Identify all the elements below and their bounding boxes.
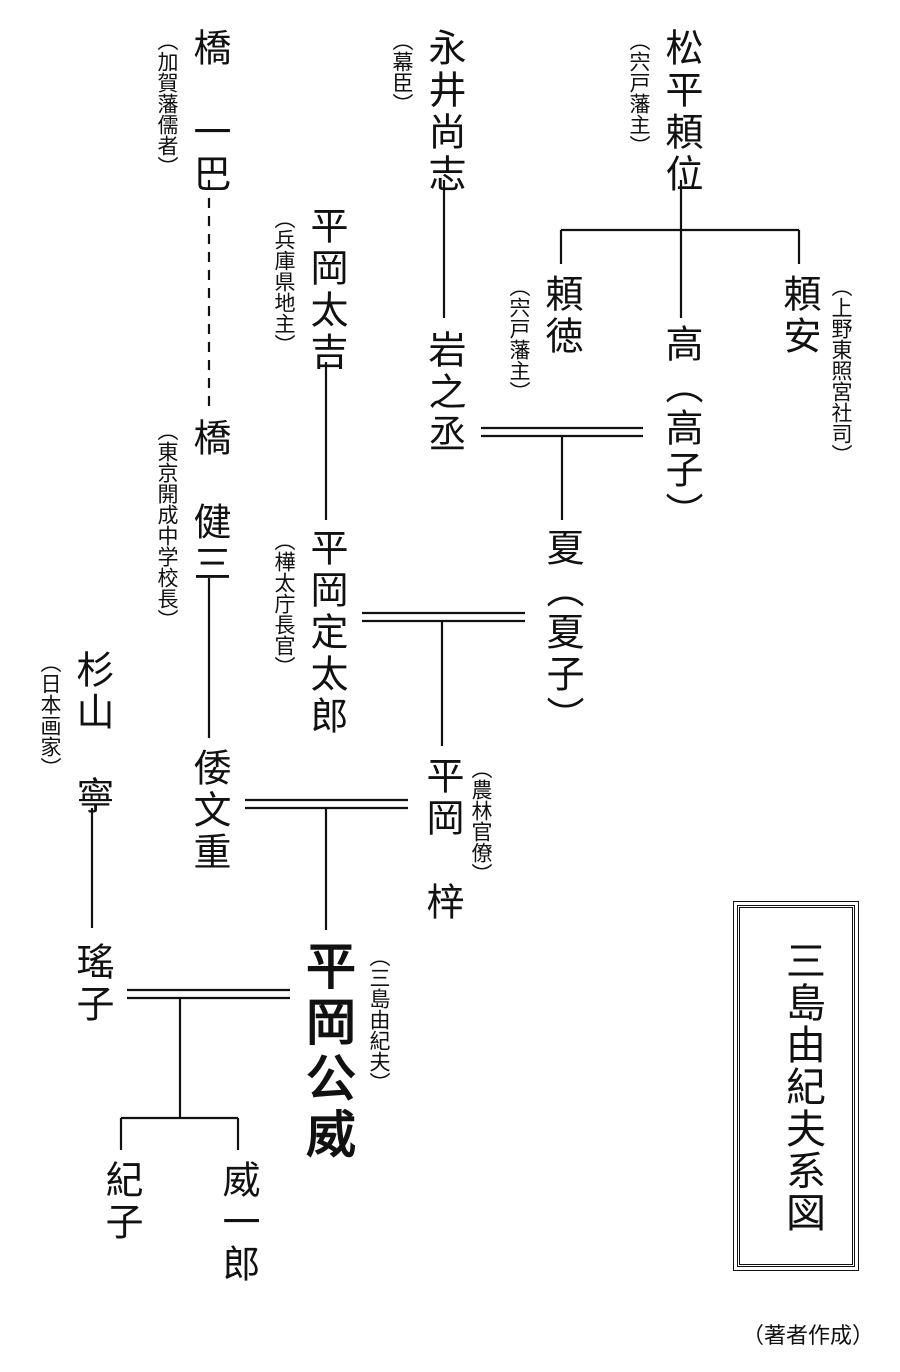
name-yoko: 瑤子	[70, 942, 114, 1026]
name-hiraoka-kimitake: 平岡公威	[298, 940, 357, 1164]
name-yoriyasu: 頼安	[777, 274, 821, 358]
name-iichiro: 威一郎	[216, 1160, 260, 1286]
note-hiraoka-sadataro: （樺太庁長官）	[272, 530, 296, 677]
note-hiraoka-takichi: （兵庫県地主）	[272, 208, 296, 355]
name-natsu: 夏（夏子）	[540, 528, 584, 738]
note-yoriyasu: （上野東照宮社司）	[829, 276, 853, 465]
name-shizue: 倭文重	[187, 748, 231, 874]
credit-text: （著者作成）	[742, 1324, 875, 1349]
diagram-title: 三島由紀夫系図	[779, 940, 825, 1234]
name-noriko: 紀子	[99, 1160, 143, 1244]
note-hashi-kenzo: （東京開成中学校長）	[155, 420, 179, 630]
name-matsudaira-yorii: 松平頼位	[659, 28, 703, 196]
note-hashi-ippa: （加賀藩儒者）	[155, 30, 179, 177]
name-hashi-kenzo: 橋 健三	[187, 418, 231, 586]
note-yorinori: （宍戸藩主）	[507, 276, 531, 402]
name-sugiyama-nei: 杉山 寧	[70, 650, 114, 818]
name-taka: 高（高子）	[659, 324, 703, 534]
note-sugiyama-nei: （日本画家）	[38, 652, 62, 778]
name-iwanojo: 岩之丞	[422, 330, 466, 456]
title-box: 三島由紀夫系図	[733, 901, 859, 1271]
note-nagai-naoyuki: （幕臣）	[390, 30, 414, 114]
note-hiraoka-azusa: （農林官僚）	[469, 758, 493, 884]
note-hiraoka-kimitake: （三島由紀夫）	[367, 946, 391, 1093]
name-hiraoka-azusa: 平岡 梓	[420, 756, 464, 924]
name-hiraoka-takichi: 平岡太吉	[304, 206, 348, 374]
name-yorinori: 頼徳	[539, 274, 583, 358]
name-nagai-naoyuki: 永井尚志	[422, 28, 466, 196]
name-hiraoka-sadataro: 平岡定太郎	[304, 528, 348, 738]
name-hashi-ippa: 橋 一巴	[187, 28, 231, 196]
note-matsudaira-yorii: （宍戸藩主）	[627, 30, 651, 156]
